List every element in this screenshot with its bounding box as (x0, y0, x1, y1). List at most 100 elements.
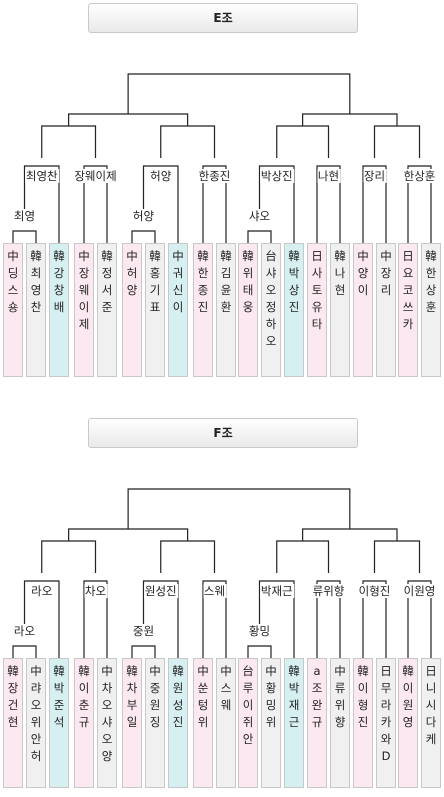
player-char: 日 (402, 249, 414, 263)
player-char: 한 (425, 266, 437, 280)
player-char: 쥐 (242, 715, 254, 729)
player-char: 中 (101, 664, 113, 678)
player-char: 안 (242, 732, 254, 746)
bracket-line (202, 165, 227, 243)
player-char: 랴 (30, 681, 42, 695)
player-char: 위 (30, 715, 42, 729)
player-char: 韓 (126, 664, 138, 678)
player-char: 태 (242, 283, 254, 297)
player-char: 韓 (172, 664, 184, 678)
group-title: E조 (88, 3, 358, 33)
player-char: 韓 (30, 249, 42, 263)
player-char: 진 (197, 300, 209, 314)
player-char: 쑨 (197, 681, 209, 695)
player-char: 중 (149, 681, 161, 695)
player-char: 카 (402, 317, 414, 331)
semi-winner-label: 나현 (316, 169, 341, 183)
player-char: 유 (311, 300, 323, 314)
player-char: 근 (288, 715, 300, 729)
player-char: 中 (30, 664, 42, 678)
player-char: 韓 (288, 664, 300, 678)
bracket-line (127, 73, 351, 114)
bracket-line (131, 230, 156, 243)
player-char: 오 (101, 732, 113, 746)
player-char: 향 (334, 715, 346, 729)
semi-winner-label: 박재근 (259, 584, 294, 598)
player-char: 징 (149, 715, 161, 729)
semi-winner-label: 차오 (83, 584, 108, 598)
player-char: 中 (220, 664, 232, 678)
player-char: 조 (311, 681, 323, 695)
player-char: 中 (334, 664, 346, 678)
player-char: 종 (197, 283, 209, 297)
bracket-line (407, 580, 432, 658)
bracket-line (258, 165, 295, 243)
player-char: 최 (30, 266, 42, 280)
player-char: 韓 (288, 249, 300, 263)
player-char: 스 (220, 681, 232, 695)
player-char: 차 (101, 681, 113, 695)
player-char: D (381, 749, 391, 763)
player-char: 환 (220, 300, 232, 314)
player-char: 시 (425, 698, 437, 712)
player-char: 현 (7, 715, 19, 729)
player-char: 日 (311, 249, 323, 263)
player-char: 김 (220, 266, 232, 280)
player-char: 허 (30, 749, 42, 763)
player-char: 위 (265, 715, 277, 729)
player-char: 스 (7, 283, 19, 297)
player-char: 현 (334, 283, 346, 297)
player-char: 양 (101, 749, 113, 763)
player-char: 웨 (78, 283, 90, 297)
player-char: 中 (78, 249, 90, 263)
player-char: 정 (101, 266, 113, 280)
player-char: 이 (357, 283, 369, 297)
bracket-line (23, 165, 60, 243)
player-char: 사 (311, 266, 323, 280)
player-char: 장 (78, 266, 90, 280)
player-char: 재 (288, 698, 300, 712)
player-char: 이 (172, 300, 184, 314)
player-char: 양 (357, 266, 369, 280)
player-char: 台 (265, 249, 277, 263)
player-char: 딩 (7, 266, 19, 280)
player-char: 서 (101, 283, 113, 297)
player-char: 박 (288, 681, 300, 695)
player-char: 오 (265, 334, 277, 348)
player-char: 완 (311, 698, 323, 712)
player-char: 요 (402, 266, 414, 280)
player-char: 규 (78, 715, 90, 729)
player-char: 韓 (53, 249, 65, 263)
bracket-line (302, 528, 398, 541)
bracket-line (142, 580, 179, 658)
player-char: 규 (311, 715, 323, 729)
player-char: 다 (425, 715, 437, 729)
player-char: 韓 (242, 249, 254, 263)
bracket-line (247, 230, 272, 243)
player-char: 부 (126, 698, 138, 712)
player-char: 오 (265, 283, 277, 297)
player-char: 원 (172, 681, 184, 695)
bracket-line (407, 165, 432, 243)
bracket-line (316, 165, 341, 243)
player-char: 中 (172, 249, 184, 263)
group-title: F조 (88, 418, 358, 448)
